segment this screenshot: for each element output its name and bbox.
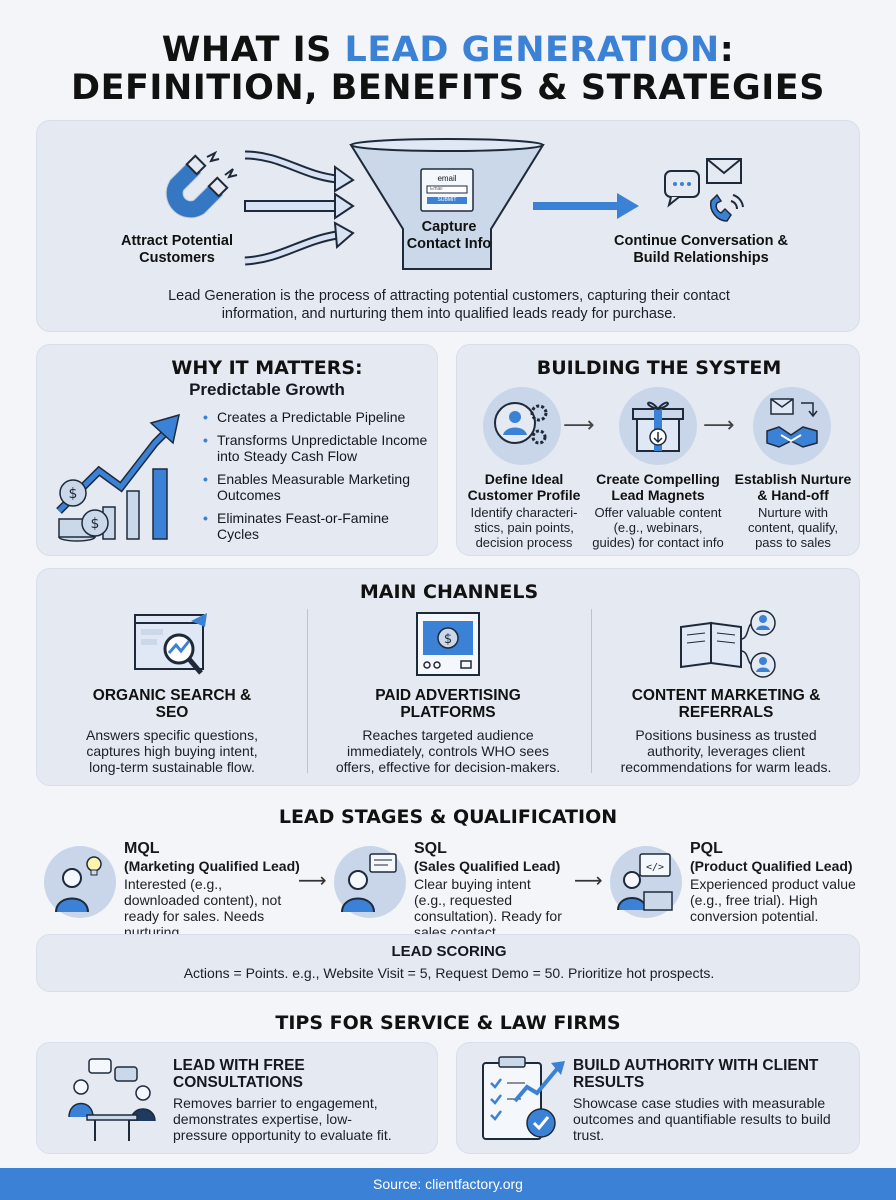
mql-person-icon <box>55 856 102 913</box>
stage-abbr: MQL <box>124 840 160 857</box>
scoring-title: LEAD SCORING <box>391 943 507 960</box>
paid-ad-icon: $ <box>416 612 480 676</box>
stage-desc: Experienced product value (e.g., free tr… <box>690 876 856 924</box>
page-title-line2: DEFINITION, BENEFITS & STRATEGIES <box>71 68 825 108</box>
arrow-right-icon: ⟶ <box>703 412 735 437</box>
page-title: WHAT IS LEAD GENERATION: <box>161 30 735 70</box>
why-bullet: Creates a Predictable Pipeline <box>203 409 429 425</box>
channel-title: CONTENT MARKETING & REFERRALS <box>631 687 821 721</box>
scoring-panel: LEAD SCORING Actions = Points. e.g., Web… <box>36 934 860 992</box>
system-panel: BUILDING THE SYSTEM ⟶ ⟶ Define Ideal Cus… <box>456 344 860 556</box>
funnel-icon <box>349 138 545 270</box>
stage-full: (Product Qualified Lead) <box>690 858 853 874</box>
svg-text:$: $ <box>69 486 78 502</box>
stage-abbr: SQL <box>414 840 447 857</box>
tip-title: LEAD WITH FREE CONSULTATIONS <box>173 1057 305 1091</box>
seo-search-icon <box>134 613 207 675</box>
stage-desc: Interested (e.g., downloaded content), n… <box>124 876 282 940</box>
outflow-arrow-icon <box>533 193 639 219</box>
svg-text:</>: </> <box>646 862 664 873</box>
communication-icon <box>664 158 744 222</box>
arrow-right-icon: ⟶ <box>574 870 603 892</box>
magnet-icon <box>165 150 238 219</box>
step-title: Establish Nurture & Hand-off <box>734 471 852 503</box>
why-panel: WHY IT MATTERS: Predictable Growth $ $ C… <box>36 344 438 556</box>
source-footer: Source: clientfactory.org <box>0 1168 896 1200</box>
divider <box>307 609 308 773</box>
arrow-right-icon: ⟶ <box>563 412 595 437</box>
form-field-text: Email <box>430 186 443 192</box>
channels-title: MAIN CHANNELS <box>359 581 539 603</box>
divider <box>591 609 592 773</box>
gift-icon <box>632 401 684 452</box>
channel-title: ORGANIC SEARCH & SEO <box>92 687 252 721</box>
why-subtitle: Predictable Growth <box>189 380 345 399</box>
stage-full: (Sales Qualified Lead) <box>414 858 561 874</box>
tip-panel: BUILD AUTHORITY WITH CLIENT RESULTS Show… <box>456 1042 860 1154</box>
channel-desc: Positions business as trusted authority,… <box>620 727 832 775</box>
tip-title: BUILD AUTHORITY WITH CLIENT RESULTS <box>573 1057 819 1091</box>
step-desc: Nurture with content, qualify, pass to s… <box>747 505 839 550</box>
stages-title: LEAD STAGES & QUALIFICATION <box>278 806 618 828</box>
channel-desc: Answers specific questions, captures hig… <box>86 727 258 775</box>
system-title: BUILDING THE SYSTEM <box>536 357 782 379</box>
title-highlight: LEAD GENERATION <box>344 30 720 70</box>
svg-text:$: $ <box>91 516 100 532</box>
results-clipboard-icon <box>482 1056 565 1140</box>
why-bullet: Eliminates Feast-or-Famine Cycles <box>203 510 429 542</box>
channels-panel: MAIN CHANNELS ORGANIC SEARCH & SEO Answe… <box>36 568 860 786</box>
sql-person-icon <box>341 853 397 913</box>
stage-desc: Clear buying intent (e.g., requested con… <box>414 876 562 940</box>
pql-laptop-icon: </> <box>617 853 673 911</box>
growth-chart-icon: $ $ <box>56 413 180 542</box>
capture-label: Capture Contact Info <box>406 219 492 252</box>
inflow-arrows-icon <box>244 150 355 266</box>
channel-title: PAID ADVERTISING PLATFORMS <box>375 687 521 721</box>
consultation-icon <box>68 1058 156 1141</box>
tip-panel: LEAD WITH FREE CONSULTATIONS Removes bar… <box>36 1042 438 1154</box>
step-title: Create Compelling Lead Magnets <box>596 471 720 503</box>
step-desc: Offer valuable content (e.g., webinars, … <box>592 505 724 550</box>
funnel-panel: Attract Potential Customers email Email … <box>36 120 860 332</box>
definition-text: Lead Generation is the process of attrac… <box>168 288 730 322</box>
stage-full: (Marketing Qualified Lead) <box>124 858 300 874</box>
channel-desc: Reaches targeted audience immediately, c… <box>335 727 561 775</box>
tips-title: TIPS FOR SERVICE & LAW FIRMS <box>275 1012 621 1034</box>
why-bullets: Creates a Predictable Pipeline Transform… <box>203 409 429 549</box>
step-title: Define Ideal Customer Profile <box>467 471 581 503</box>
tip-desc: Showcase case studies with measurable ou… <box>573 1095 831 1143</box>
why-bullet: Enables Measurable Marketing Outcomes <box>203 471 429 503</box>
tip-desc: Removes barrier to engagement, demonstra… <box>173 1095 392 1143</box>
arrow-right-icon: ⟶ <box>298 870 327 892</box>
step-desc: Identify characteri-stics, pain points, … <box>470 505 578 550</box>
why-bullet: Transforms Unpredictable Income into Ste… <box>203 432 429 464</box>
form-email-label: email <box>437 174 457 183</box>
scoring-desc: Actions = Points. e.g., Website Visit = … <box>183 965 715 981</box>
content-referral-icon <box>680 610 776 678</box>
handshake-icon <box>766 398 818 448</box>
form-submit-button: SUBMIT <box>437 197 457 203</box>
why-title: WHY IT MATTERS: <box>171 357 363 379</box>
attract-label: Attract Potential Customers <box>121 233 233 266</box>
customer-profile-icon <box>494 402 548 445</box>
stage-abbr: PQL <box>690 840 723 857</box>
continue-label: Continue Conversation & Build Relationsh… <box>613 233 788 266</box>
svg-text:$: $ <box>444 632 452 647</box>
